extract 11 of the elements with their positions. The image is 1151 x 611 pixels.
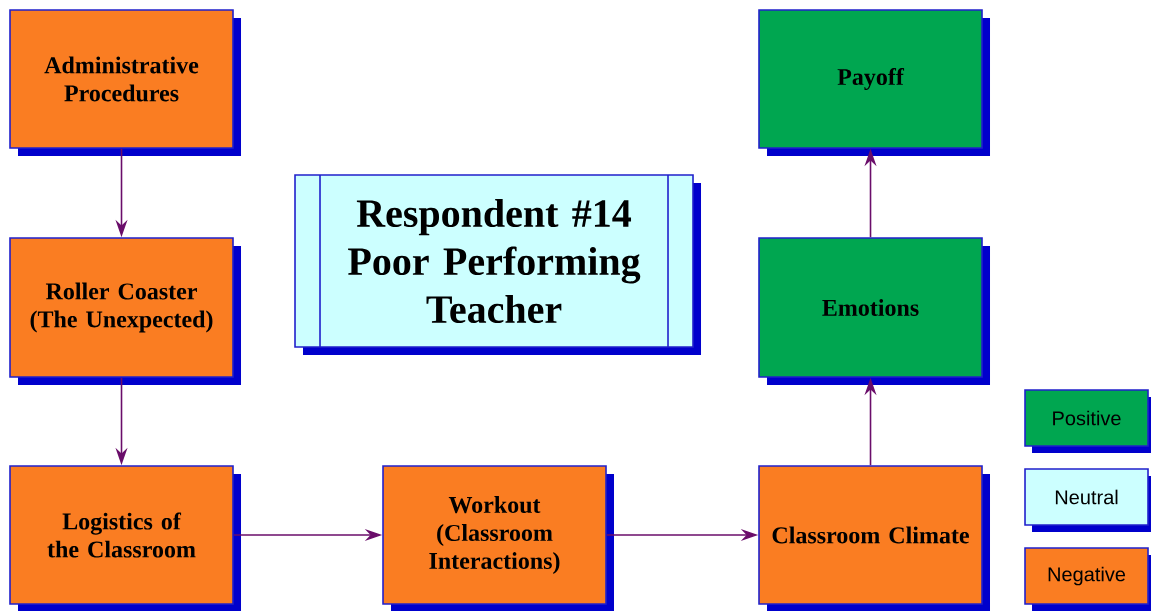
legend-label: Positive <box>1053 410 1121 426</box>
process-box: Emotions <box>758 237 990 385</box>
process-box: Classroom Climate <box>758 465 990 611</box>
title-box: Respondent #14 Poor Performing Teacher <box>294 174 701 355</box>
process-box: Administrative Procedures <box>9 9 241 156</box>
legend-label: Neutral <box>1055 489 1118 505</box>
process-box: Roller Coaster (The Unexpected) <box>9 237 241 385</box>
process-box: Logistics of the Classroom <box>9 465 241 611</box>
process-box: Payoff <box>758 9 990 156</box>
process-box: Workout (Classroom Interactions) <box>382 465 614 611</box>
legend-label: Negative <box>1048 566 1126 586</box>
